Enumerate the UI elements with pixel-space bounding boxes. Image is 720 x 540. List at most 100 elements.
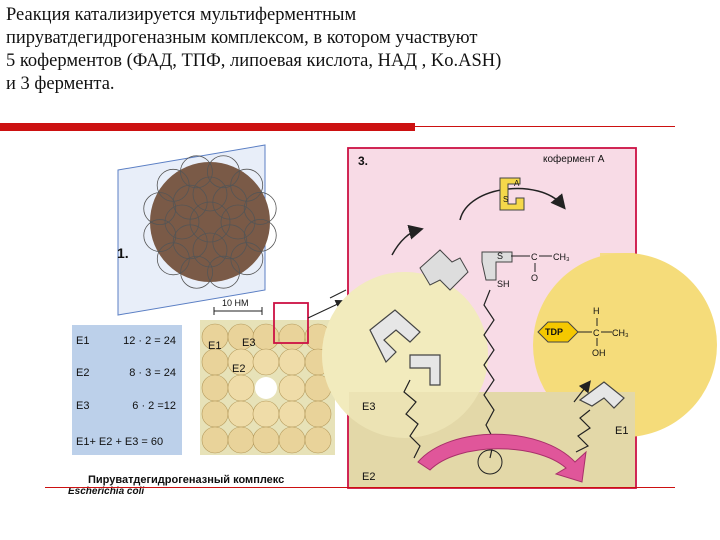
lipoyl-sh-label: SH — [497, 279, 510, 289]
slide-line-3: 5 коферментов (ФАД, ТПФ, липоевая кислот… — [6, 51, 502, 71]
grid-label-e1: E1 — [208, 340, 221, 352]
region-label-e3: E3 — [362, 401, 375, 413]
lipoyl-domain-top — [481, 251, 513, 281]
subunit-grid — [201, 323, 332, 454]
subunit-circle — [172, 224, 208, 260]
lipoyl-domain-top-left — [419, 249, 469, 291]
subunit-disc — [304, 400, 332, 428]
scale-label: 10 НМ — [222, 298, 249, 308]
e2-core-site — [477, 449, 503, 475]
figure-caption-organism: Escherichia coli — [68, 486, 145, 497]
enzyme-row-value: 12 · 2 = 24 — [123, 335, 176, 347]
subunit-circle — [156, 168, 190, 202]
zoom-selection-box — [273, 302, 309, 344]
subunit-circle — [192, 232, 228, 268]
subunit-disc — [201, 426, 229, 454]
subunit-circle — [212, 224, 248, 260]
figure-caption: Пируватдегидрогеназный комплекс — [88, 474, 285, 486]
enzyme-row-value: 6 · 2 =12 — [132, 400, 176, 412]
enzyme-total-label: E1+ E2 + E3 = 60 — [76, 436, 164, 448]
subunit-disc — [252, 400, 280, 428]
subunit-disc — [278, 323, 306, 351]
coa-a-label: A — [514, 179, 520, 188]
slide-line-2: пируватдегидрогеназным комплексом, в кот… — [6, 28, 478, 48]
slide-line-1: Реакция катализируется мультиферментным — [6, 5, 357, 25]
subunit-circle — [180, 155, 213, 189]
region-label-e1: E1 — [615, 425, 628, 437]
subunit-disc — [201, 348, 229, 376]
title-underline-bar — [0, 123, 415, 131]
lipoyl-domain-e1 — [578, 381, 625, 409]
subunit-circle — [143, 192, 177, 226]
subunit-circles — [143, 155, 277, 289]
subunit-disc — [201, 400, 229, 428]
chem-oh-label: OH — [592, 348, 606, 358]
zoom-arrow — [307, 300, 346, 319]
subunit-disc — [227, 426, 255, 454]
enzyme-row-e3: E3 6 · 2 =12 — [76, 400, 180, 416]
enzyme-row-value: 8 · 3 = 24 — [129, 367, 176, 379]
subunit-circle — [207, 255, 240, 289]
subunit-circle — [192, 176, 228, 212]
lipoyl-arrow — [391, 224, 424, 256]
panel-1-label: 1. — [117, 245, 129, 261]
grid-label-e2: E2 — [232, 363, 245, 375]
coenzyme-a-label: кофермент А — [543, 153, 605, 165]
title-underline-line — [415, 126, 675, 127]
subunit-disc — [252, 426, 280, 454]
subunit-disc — [304, 426, 332, 454]
slide-text: Реакция катализируется мультиферментным … — [6, 4, 706, 96]
subunit-circle — [156, 242, 190, 276]
subunit-circle — [172, 184, 208, 220]
subunit-disc — [278, 426, 306, 454]
subunit-circle — [243, 192, 277, 225]
core-center — [255, 377, 277, 399]
enzyme-stoichiometry-table: E1 12 · 2 = 24 E2 8 · 3 = 24 E3 6 · 2 =1… — [72, 325, 182, 455]
slide-line-4: и 3 фермента. — [6, 74, 115, 94]
lipoyl-domain-e3-lower — [409, 354, 441, 386]
subunit-circle — [189, 201, 231, 243]
linker-center — [483, 289, 495, 459]
enzyme-row-total: E1+ E2 + E3 = 60 — [76, 436, 180, 452]
subunit-circle — [180, 255, 214, 289]
subunit-circle — [206, 155, 240, 189]
lipoyl-domain-e3 — [369, 309, 421, 364]
tdp-label: TDP — [545, 327, 563, 337]
enzyme-row-e1: E1 12 · 2 = 24 — [76, 335, 180, 351]
subunit-disc — [278, 374, 306, 402]
acetyl-o-label: O — [531, 273, 538, 283]
linker-right — [575, 409, 591, 453]
grid-label-e3: E3 — [242, 337, 255, 349]
subunit-disc — [252, 348, 280, 376]
acetyl-ch3-label: CH₃ — [553, 252, 570, 262]
region-label-e2: E2 — [362, 471, 375, 483]
subunit-disc — [278, 400, 306, 428]
subunit-circle — [212, 184, 248, 220]
bottom-rule — [45, 487, 675, 488]
enzyme-row-e2: E2 8 · 3 = 24 — [76, 367, 180, 383]
panel-3-label: 3. — [358, 154, 368, 168]
subunit-disc — [227, 400, 255, 428]
lipoyl-s-label: S — [497, 251, 503, 261]
catalytic-cycle-arrow — [417, 433, 587, 483]
subunit-disc — [278, 348, 306, 376]
subunit-circle — [164, 204, 200, 240]
subunit-circle — [230, 168, 264, 202]
complex-sphere — [150, 162, 270, 282]
enzyme-row-label: E3 — [76, 400, 90, 412]
subunit-circle — [230, 242, 264, 276]
subunit-circle — [243, 218, 277, 252]
chem-c-label: C — [593, 328, 600, 338]
coenzyme-a-shape — [499, 177, 525, 211]
enzyme-row-label: E1 — [76, 335, 90, 347]
coa-s-label: S — [503, 195, 508, 204]
linker-left — [403, 379, 421, 459]
subunit-disc — [201, 374, 229, 402]
subunit-circle — [220, 204, 256, 240]
chem-ch3-right-label: CH₃ — [612, 328, 629, 338]
subunit-circle — [143, 219, 177, 252]
subunit-disc — [227, 374, 255, 402]
acetyl-c-label: C — [531, 252, 538, 262]
chem-h-label: H — [593, 306, 600, 316]
